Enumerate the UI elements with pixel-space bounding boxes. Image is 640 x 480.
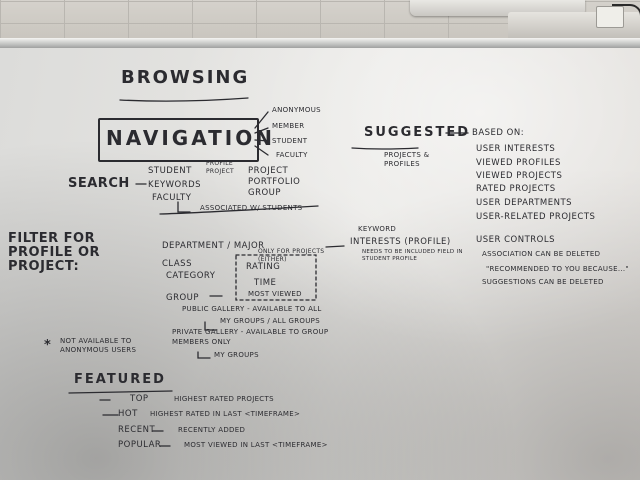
navigation-label: Navigation bbox=[106, 126, 275, 150]
role-student: Student bbox=[272, 137, 308, 145]
filter-only-for-project: Only for projects (either) bbox=[258, 248, 325, 263]
suggested-label: Suggested bbox=[364, 125, 471, 140]
featured-item-desc: Highest rated projects bbox=[174, 395, 274, 403]
page-title: Browsing bbox=[121, 67, 250, 88]
search-faculty: Faculty bbox=[152, 193, 192, 203]
suggested-item: User Interests bbox=[476, 144, 556, 154]
featured-item-name: Recent bbox=[118, 425, 156, 435]
suggested-item: Viewed Profiles bbox=[476, 158, 561, 168]
asterisk-icon: * bbox=[44, 338, 52, 353]
interests-note: Needs to be included field in student pr… bbox=[362, 249, 463, 262]
my-groups: My groups bbox=[214, 351, 259, 359]
navigation-box bbox=[98, 118, 259, 162]
user-controls-label: User Controls bbox=[476, 235, 555, 245]
search-label: Search bbox=[68, 176, 130, 191]
suggested-item: User Departments bbox=[476, 198, 573, 208]
featured-item-desc: Recently added bbox=[178, 426, 246, 434]
featured-item-desc: Highest rated in last <timeframe> bbox=[150, 410, 301, 418]
not-available-note: Not available to anonymous users bbox=[60, 337, 137, 354]
search-student: Student bbox=[148, 166, 192, 176]
my-groups-all: My groups / all groups bbox=[220, 317, 320, 325]
filter-sub-item: Most viewed bbox=[248, 290, 302, 298]
filter-sub-item: Rating bbox=[246, 262, 281, 272]
keyword-note: Keyword bbox=[358, 225, 397, 233]
featured-item-name: Top bbox=[130, 394, 149, 404]
featured-item-desc: Most viewed in last <timeframe> bbox=[184, 441, 328, 449]
power-cable bbox=[612, 4, 640, 26]
interests-profile: Interests (profile) bbox=[350, 237, 451, 247]
featured-item-name: Popular bbox=[118, 440, 162, 450]
whiteboard bbox=[0, 48, 640, 480]
search-keywords: Keywords bbox=[148, 180, 202, 190]
suggested-item: User-Related Projects bbox=[476, 212, 596, 222]
user-control-item: "Recommended to you because..." bbox=[486, 265, 629, 273]
user-control-item: Association can be deleted bbox=[482, 250, 601, 258]
role-member: Member bbox=[272, 122, 305, 130]
role-faculty: Faculty bbox=[276, 151, 308, 159]
whiteboard-frame bbox=[0, 38, 640, 50]
private-gallery: Private gallery - available to group mem… bbox=[172, 328, 329, 346]
filter-item: Category bbox=[166, 271, 216, 281]
search-associated: Associated w/ Students bbox=[200, 204, 303, 212]
role-anonymous: Anonymous bbox=[272, 106, 321, 114]
filter-label: Filter for Profile or Project: bbox=[8, 231, 101, 274]
public-gallery: Public gallery - available to all bbox=[182, 305, 322, 313]
search-profile-project: Profile Project bbox=[206, 160, 235, 175]
suggested-item: Rated Projects bbox=[476, 184, 556, 194]
search-project: Project bbox=[248, 166, 289, 176]
filter-item: Department / Major bbox=[162, 241, 265, 251]
search-portfolio: Portfolio bbox=[248, 177, 301, 187]
featured-item-name: Hot bbox=[118, 409, 138, 419]
filter-item: Group bbox=[166, 293, 200, 303]
filter-item: Class bbox=[162, 259, 192, 269]
suggested-based-on: Based on: bbox=[472, 128, 525, 138]
suggested-item: Viewed Projects bbox=[476, 171, 563, 181]
search-group: Group bbox=[248, 188, 282, 198]
user-control-item: Suggestions can be deleted bbox=[482, 278, 604, 286]
suggested-for: Projects & Profiles bbox=[384, 151, 430, 168]
filter-sub-item: Time bbox=[254, 278, 277, 288]
featured-label: Featured bbox=[74, 372, 166, 387]
